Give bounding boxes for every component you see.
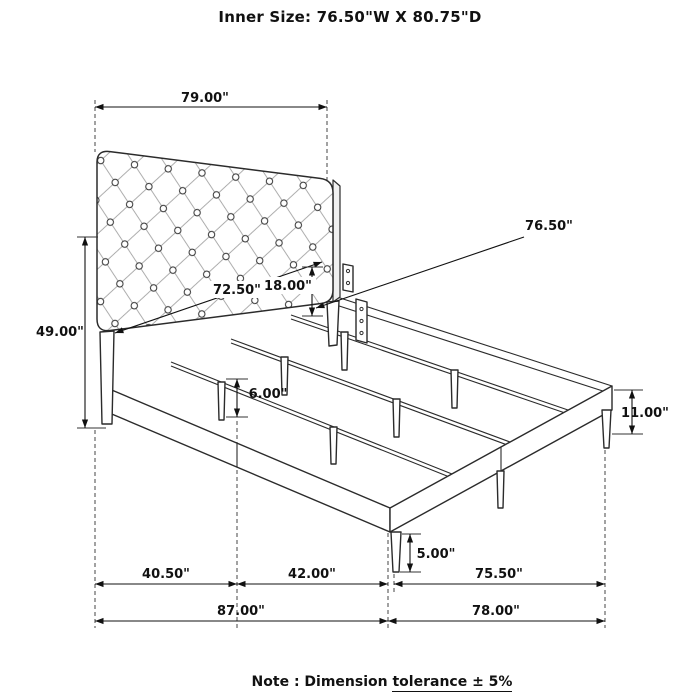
tolerance-note-underlined: tolerance ± 5% (392, 674, 513, 692)
foot-leg-height-label: 5.00" (417, 547, 456, 562)
headboard-right-leg (326, 300, 340, 347)
dimensions: 79.00" 49.00" 72.50" 18.00" 76.50" (36, 91, 669, 625)
inner-width-label: 76.50" (525, 219, 573, 234)
dim-headboard-inner-width: 72.50" (114, 261, 323, 334)
side-rail-height-label: 11.00" (621, 406, 669, 421)
dim-bottom-row-1: 40.50" 42.00" 75.50" (95, 567, 605, 588)
dim-bottom-row-2: 87.00" 78.00" (95, 604, 605, 625)
center-leg-height-label: 6.00" (249, 387, 288, 402)
dim-inner-width-leader: 76.50" (315, 219, 573, 309)
dim-headboard-above-rail: 18.00" (260, 266, 323, 317)
headboard-width-label: 79.00" (181, 91, 229, 106)
right-side-rail (332, 296, 613, 394)
headboard-tufted-face (96, 150, 334, 332)
headboard-height-label: 49.00" (36, 325, 84, 340)
head-to-center-leg-label: 40.50" (142, 567, 190, 582)
total-width-label: 78.00" (472, 604, 520, 619)
rail-brackets (342, 263, 368, 344)
total-depth-label: 87.00" (217, 604, 265, 619)
tolerance-note: Note : Dimension tolerance ± 5% (0, 674, 700, 692)
slat-span-label: 75.50" (475, 567, 523, 582)
headboard-side-edge (332, 179, 341, 303)
tolerance-note-prefix: Note : Dimension (251, 674, 393, 690)
page-title: Inner Size: 76.50"W X 80.75"D (218, 8, 482, 26)
dim-headboard-height: 49.00" (36, 236, 106, 429)
center-rail-legs (217, 331, 459, 465)
foot-legs (390, 409, 612, 573)
dim-center-leg-height: 6.00" (226, 378, 288, 418)
headboard-above-rail-label: 18.00" (264, 279, 312, 294)
dim-headboard-width: 79.00" (95, 91, 327, 111)
front-side-rail (106, 387, 391, 533)
dim-foot-leg-height: 5.00" (400, 533, 456, 573)
dim-side-rail-height: 11.00" (612, 389, 669, 435)
headboard-inner-width-label: 72.50" (213, 283, 261, 298)
headboard-left-leg (99, 330, 115, 425)
foot-rail (389, 385, 613, 533)
center-leg-to-foot-label: 42.00" (288, 567, 336, 582)
